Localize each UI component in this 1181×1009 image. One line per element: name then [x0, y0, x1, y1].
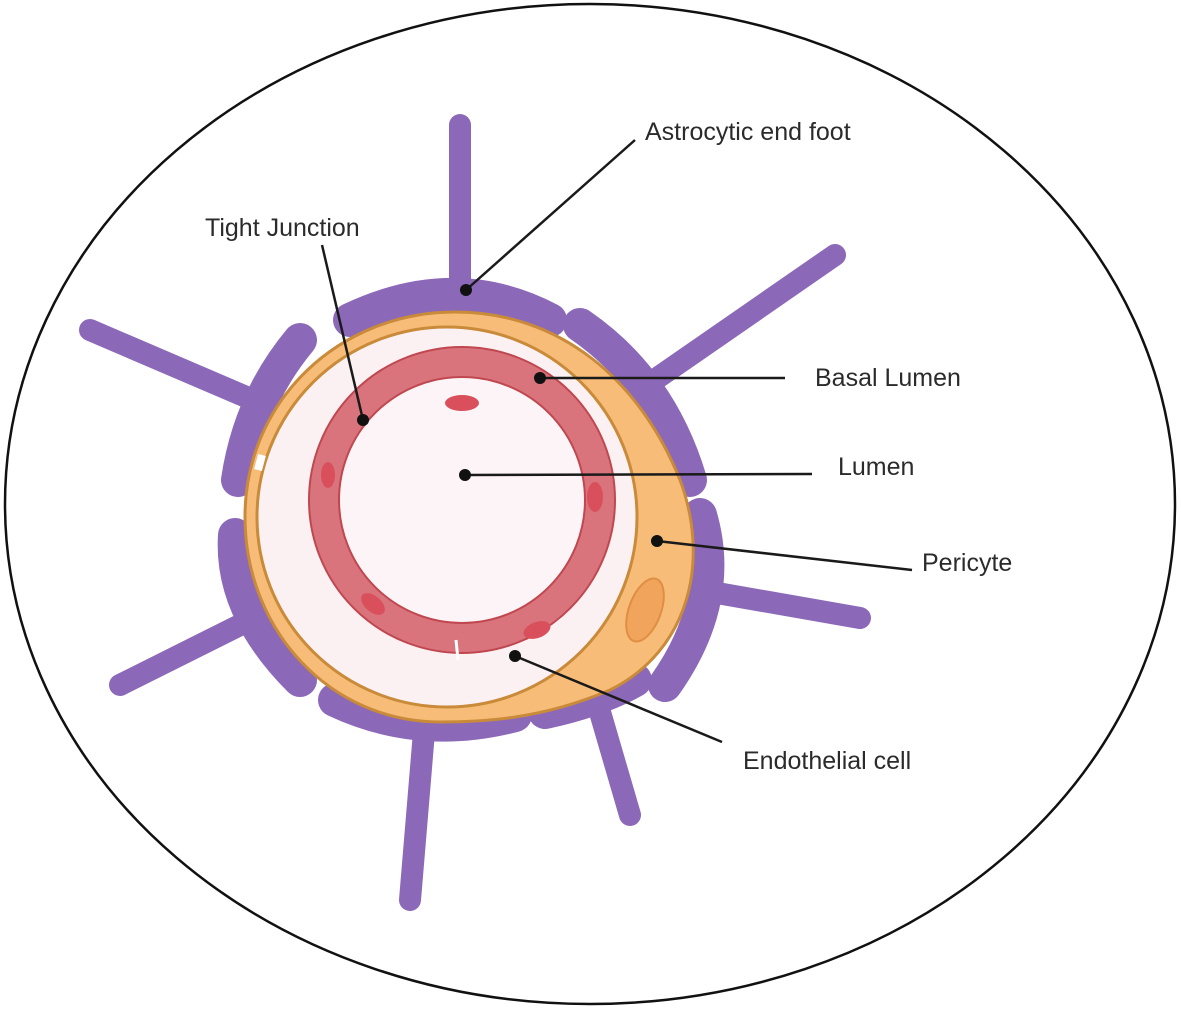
label-endothelial-cell: Endothelial cell [743, 747, 911, 775]
callout-tight-junction: Tight Junction [205, 214, 369, 426]
end-foot-left-lower [217, 518, 317, 697]
endothelial-nucleus [445, 395, 479, 411]
endothelial-nucleus [321, 462, 335, 488]
end-foot-top [333, 278, 567, 337]
astrocyte-process-right [689, 579, 871, 629]
astrocyte-process-lower-left [109, 604, 271, 696]
astrocyte-process-bottom [399, 709, 436, 911]
pointer-dot [509, 650, 521, 662]
callout-astrocytic-end-foot: Astrocytic end foot [460, 118, 851, 296]
label-lumen: Lumen [838, 453, 914, 481]
pointer-dot [651, 535, 663, 547]
callout-lumen: Lumen [459, 453, 914, 481]
tight-junction-gap [454, 639, 460, 661]
endothelial-nucleus [587, 482, 603, 512]
astrocyte-process-bottom-right [584, 684, 641, 826]
label-basal-lumen: Basal Lumen [815, 364, 961, 392]
callout-endothelial-cell: Endothelial cell [509, 650, 911, 775]
pointer-dot [357, 414, 369, 426]
vessel-lumen [338, 376, 586, 624]
pointer-dot [459, 469, 471, 481]
endothelial-outer-edge [308, 346, 616, 654]
end-foot-left-upper [221, 323, 317, 497]
endothelial-nucleus [361, 593, 385, 615]
astrocyte-process-left [79, 319, 276, 416]
callout-basal-lumen: Basal Lumen [534, 364, 961, 392]
callout-pericyte: Pericyte [651, 535, 1012, 577]
end-foot-right [648, 498, 725, 702]
end-foot-upper-right [563, 308, 707, 497]
label-astrocytic-end-foot: Astrocytic end foot [645, 118, 851, 146]
astrocyte-processes [79, 114, 871, 911]
label-tight-junction: Tight Junction [205, 214, 360, 242]
astrocyte-process-upper-right [629, 244, 846, 401]
pointer-dot [460, 284, 472, 296]
endothelial-cells [308, 346, 616, 661]
pointer-dot [534, 372, 546, 384]
endothelial-nucleus [523, 621, 551, 639]
pericyte-nucleus [625, 577, 665, 643]
membrane-gap [254, 453, 266, 472]
label-pericyte: Pericyte [922, 549, 1012, 577]
